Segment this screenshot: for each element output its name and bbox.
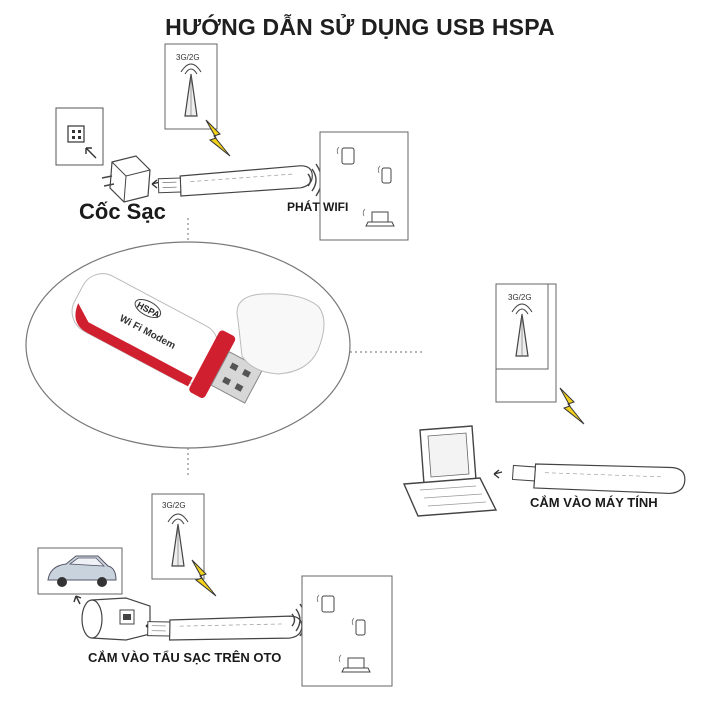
page-title: HƯỚNG DẪN SỬ DỤNG USB HSPA [165, 14, 555, 40]
modem-showcase: HSPA Wi Fi Modem [25, 241, 351, 449]
charger-plug-icon [101, 155, 161, 203]
usb-modem-icon [511, 463, 686, 495]
usb-modem-icon: HSPA Wi Fi Modem [71, 273, 325, 404]
car-icon [37, 547, 123, 595]
car-scene: 3G/2G [37, 493, 393, 687]
tower-label: 3G/2G [508, 293, 532, 302]
tower-label: 3G/2G [176, 53, 200, 62]
lightning-icon [205, 119, 231, 157]
wifi-label: PHÁT WIFI [287, 200, 349, 214]
laptop-icon [402, 425, 498, 517]
computer-scene: 3G/2G [402, 283, 686, 517]
usb-modem-icon [146, 613, 303, 643]
usb-modem-icon [157, 164, 314, 198]
wall-socket-icon [55, 107, 104, 166]
connector-lines [187, 218, 425, 478]
lightning-icon [559, 387, 585, 425]
computer-label: CẮM VÀO MÁY TÍNH [530, 495, 658, 510]
car-label: CẮM VÀO TẨU SẠC TRÊN OTO [88, 650, 282, 665]
car-charger-icon [81, 597, 151, 641]
tower-label: 3G/2G [162, 501, 186, 510]
charger-scene: 3G/2G [55, 43, 409, 241]
charger-label: Cốc Sạc [79, 199, 166, 224]
